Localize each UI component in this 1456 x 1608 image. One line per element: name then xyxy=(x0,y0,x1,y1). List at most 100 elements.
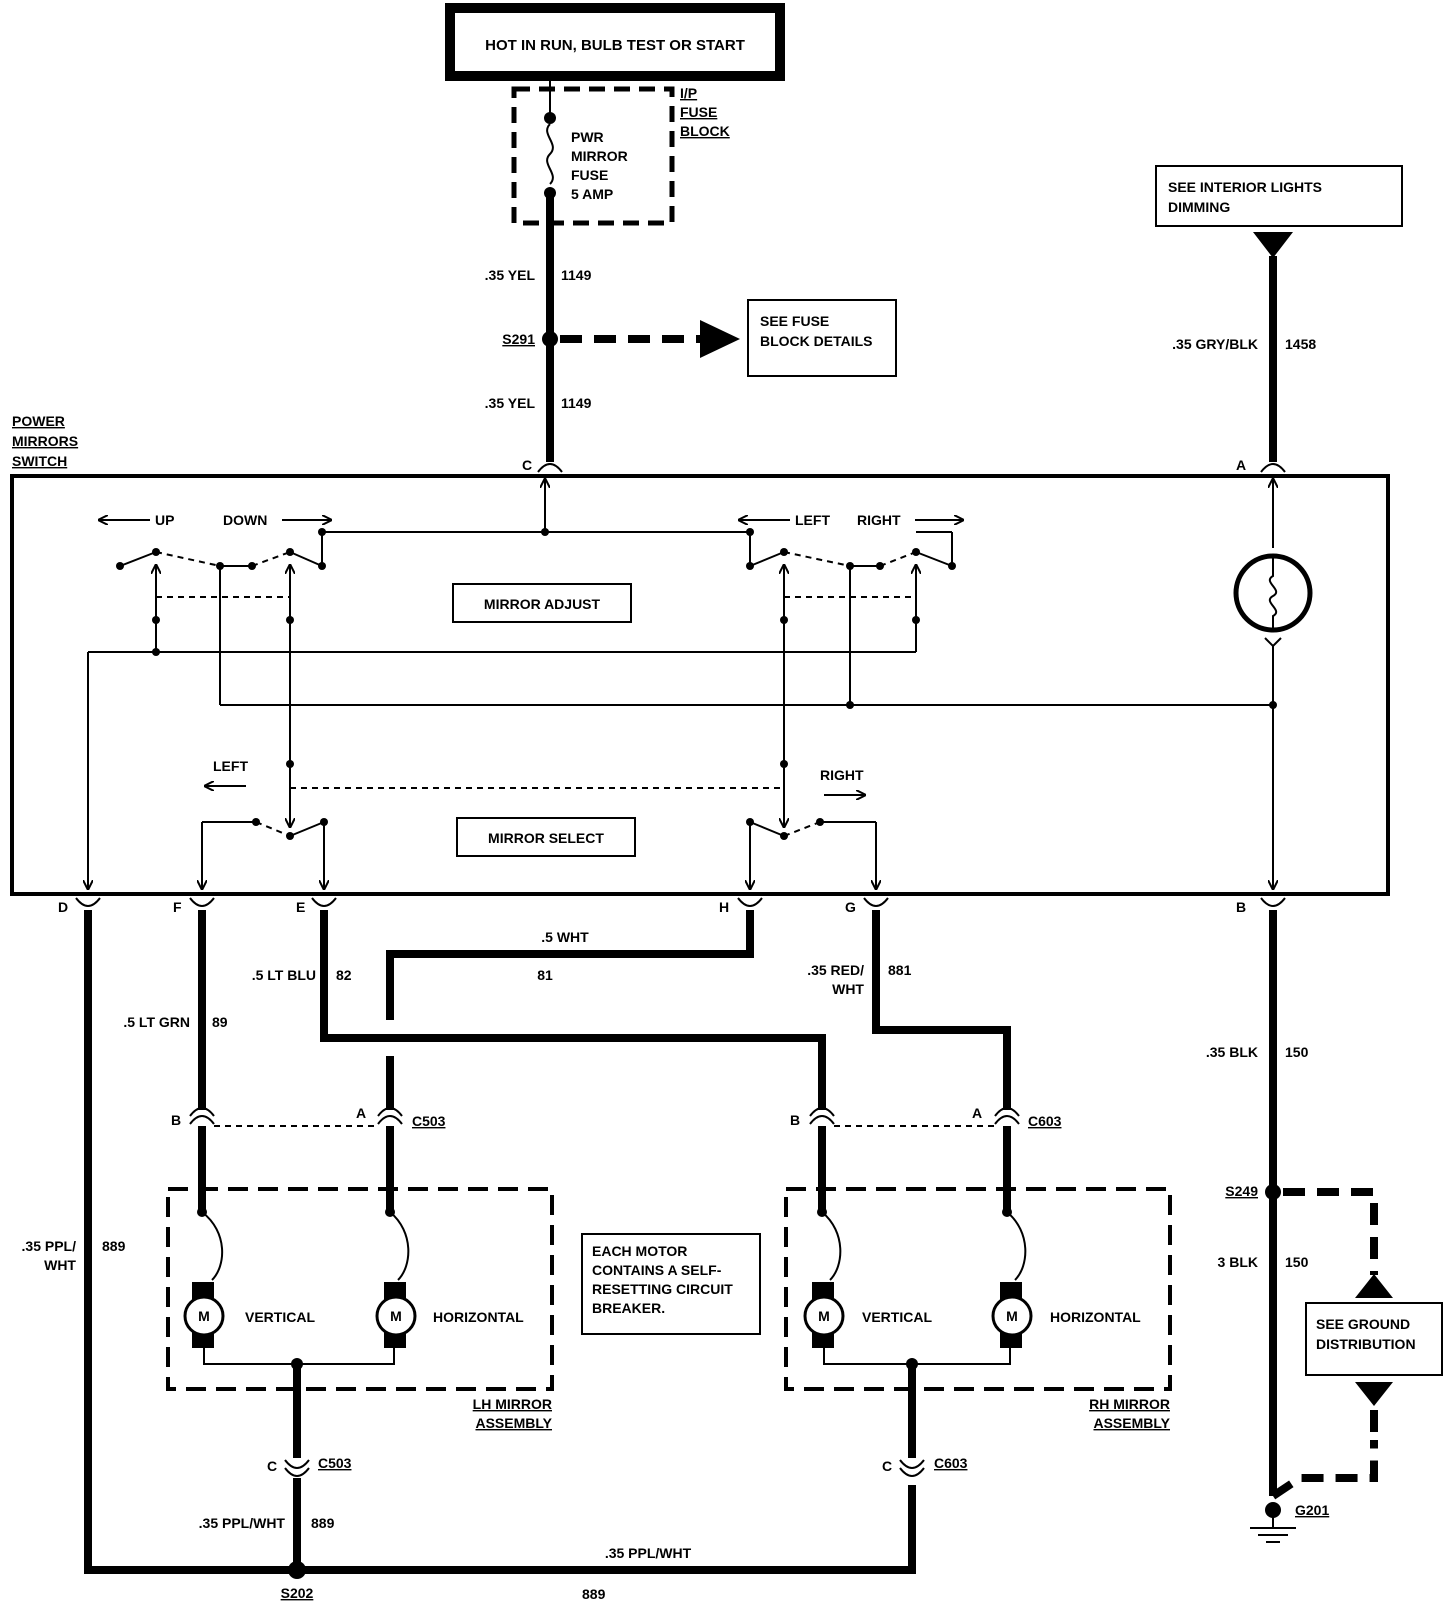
lh-pin-c-label: C xyxy=(267,1458,277,1474)
wire-81-color: .5 WHT xyxy=(541,929,589,945)
power-mirrors-switch xyxy=(10,474,1390,896)
ground-g201-icon xyxy=(1250,1510,1296,1543)
splice-s249-label: S249 xyxy=(1225,1183,1258,1199)
wire-889-mid-circuit: 889 xyxy=(311,1515,335,1531)
wire-81-upper xyxy=(386,910,754,1020)
right-label: RIGHT xyxy=(857,512,901,528)
wire-881-circuit: 881 xyxy=(888,962,912,978)
fuse-block-label-2: FUSE xyxy=(680,104,717,120)
wire-82 xyxy=(320,910,826,1110)
wire-889-left-color-2: WHT xyxy=(44,1257,76,1273)
connector-a-top xyxy=(1260,463,1286,473)
fuse-label-2: MIRROR xyxy=(571,148,628,164)
rh-mirror-label-1: RH MIRROR xyxy=(1089,1396,1170,1412)
splice-s202-label: S202 xyxy=(281,1585,314,1601)
wire-150-lower-color: 3 BLK xyxy=(1218,1254,1258,1270)
rh-vertical-motor-label: M xyxy=(818,1308,830,1324)
lh-pin-b-label: B xyxy=(171,1112,181,1128)
pin-c-label: C xyxy=(522,457,532,473)
wire-1149-bottom-circuit: 1149 xyxy=(561,395,592,411)
switch-label-3: SWITCH xyxy=(12,453,67,469)
wire-889-loop xyxy=(84,910,916,1574)
lh-vertical-motor-label: M xyxy=(198,1308,210,1324)
wire-889-mid-color: .35 PPL/WHT xyxy=(199,1515,286,1531)
ip-fuse-block: PWR MIRROR FUSE 5 AMP I/P FUSE BLOCK xyxy=(511,76,730,226)
pin-b-label: B xyxy=(1236,899,1246,915)
wire-1458-circuit: 1458 xyxy=(1285,336,1316,352)
see-interior-lights-box: SEE INTERIOR LIGHTS DIMMING xyxy=(1155,165,1403,227)
left-right-switch xyxy=(746,531,956,705)
left-label: LEFT xyxy=(795,512,830,528)
ground-g201-label: G201 xyxy=(1295,1502,1329,1518)
note-line-3: RESETTING CIRCUIT xyxy=(592,1281,733,1297)
rh-mirror-label-2: ASSEMBLY xyxy=(1093,1415,1170,1431)
pin-e-label: E xyxy=(296,899,305,915)
rh-horizontal-label: HORIZONTAL xyxy=(1050,1309,1141,1325)
wire-89-color: .5 LT GRN xyxy=(123,1014,190,1030)
wire-881-color-2: WHT xyxy=(832,981,864,997)
circuit-breaker-note: EACH MOTOR CONTAINS A SELF- RESETTING CI… xyxy=(581,1233,761,1335)
fuse-label-4: 5 AMP xyxy=(571,186,613,202)
up-down-switch xyxy=(116,532,326,705)
splice-s291 xyxy=(542,331,558,347)
note-line-4: BREAKER. xyxy=(592,1300,665,1316)
s291-arrow-icon xyxy=(700,320,740,358)
note-line-1: EACH MOTOR xyxy=(592,1243,687,1259)
see-ground-2: DISTRIBUTION xyxy=(1316,1336,1416,1352)
mirror-select-box: MIRROR SELECT xyxy=(456,817,636,857)
mirror-adjust-label: MIRROR ADJUST xyxy=(484,596,601,612)
rh-vertical-motor-icon xyxy=(803,1295,845,1337)
wire-82-color: .5 LT BLU xyxy=(252,967,316,983)
connector-c xyxy=(537,463,563,473)
see-fuse-block-1: SEE FUSE xyxy=(760,313,829,329)
wire-889-left-color-1: .35 PPL/ xyxy=(22,1238,77,1254)
rh-c603-top-label: C603 xyxy=(1028,1113,1062,1129)
pin-d-label: D xyxy=(58,899,68,915)
power-source-box: HOT IN RUN, BULB TEST OR START xyxy=(445,3,785,81)
connector-c603-bottom xyxy=(899,1459,925,1477)
wire-1149-bottom-color: .35 YEL xyxy=(485,395,536,411)
rh-c603-bottom-label: C603 xyxy=(934,1455,968,1471)
pin-h-label: H xyxy=(719,899,729,915)
lh-pin-a-label: A xyxy=(356,1105,366,1121)
rh-vertical-label: VERTICAL xyxy=(862,1309,932,1325)
see-interior-1: SEE INTERIOR LIGHTS xyxy=(1168,179,1322,195)
wire-889-bottom-color: .35 PPL/WHT xyxy=(605,1545,692,1561)
lh-mirror-label-1: LH MIRROR xyxy=(473,1396,552,1412)
rh-pin-b-label: B xyxy=(790,1112,800,1128)
lh-horizontal-motor-label: M xyxy=(390,1308,402,1324)
fuse-block-label-3: BLOCK xyxy=(680,123,730,139)
connector-c603-top xyxy=(809,1107,1020,1127)
wire-89-circuit: 89 xyxy=(212,1014,228,1030)
connector-c503-top xyxy=(189,1107,403,1127)
lh-c503-bottom-label: C503 xyxy=(318,1455,352,1471)
connector-c503-bottom xyxy=(284,1459,310,1477)
see-ground-box: SEE GROUND DISTRIBUTION xyxy=(1305,1302,1443,1376)
ground-arrow-down-icon xyxy=(1355,1382,1393,1406)
interior-lights-arrow-icon xyxy=(1253,232,1293,258)
down-label: DOWN xyxy=(223,512,267,528)
see-ground-1: SEE GROUND xyxy=(1316,1316,1410,1332)
wire-81-circuit: 81 xyxy=(537,967,553,983)
wire-150-lower-circuit: 150 xyxy=(1285,1254,1309,1270)
fuse-icon xyxy=(546,123,554,185)
wire-889-left-circuit: 889 xyxy=(102,1238,126,1254)
lh-mirror-label-2: ASSEMBLY xyxy=(475,1415,552,1431)
switch-label-1: POWER xyxy=(12,413,65,429)
rh-horizontal-motor-label: M xyxy=(1006,1308,1018,1324)
mirror-select-label: MIRROR SELECT xyxy=(488,830,604,846)
rh-pin-c-label: C xyxy=(882,1458,892,1474)
lh-horizontal-label: HORIZONTAL xyxy=(433,1309,524,1325)
pin-a-label: A xyxy=(1236,457,1246,473)
see-fuse-block-box: SEE FUSE BLOCK DETAILS xyxy=(747,299,897,377)
wire-150-upper-circuit: 150 xyxy=(1285,1044,1309,1060)
wire-1458-color: .35 GRY/BLK xyxy=(1172,336,1258,352)
rh-mirror-assembly: M M VERTICAL HORIZONTAL xyxy=(784,1187,1172,1391)
up-label: UP xyxy=(155,512,174,528)
fuse-block-label-1: I/P xyxy=(680,85,697,101)
wire-150-upper-color: .35 BLK xyxy=(1206,1044,1258,1060)
wire-889-bottom-circuit: 889 xyxy=(582,1586,606,1602)
wire-1149-top-circuit: 1149 xyxy=(561,267,592,283)
s249-ground-branch xyxy=(1283,1188,1378,1275)
